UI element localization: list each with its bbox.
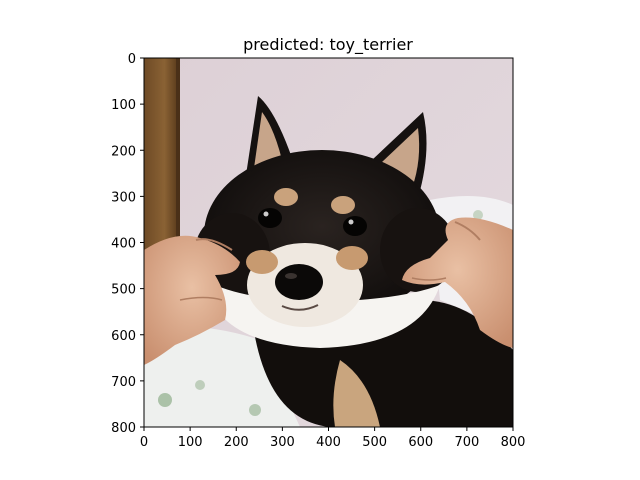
y-axis: 0 100 200 300 400 500 600 700 800	[111, 52, 144, 436]
y-tick-label: 800	[111, 421, 136, 436]
dog-photo	[144, 58, 513, 427]
x-axis: 0 100 200 300 400 500 600 700 800	[140, 427, 526, 450]
x-tick-label: 100	[178, 435, 203, 450]
x-tick-label: 700	[454, 435, 479, 450]
y-tick-label: 700	[111, 375, 136, 390]
y-tick-label: 500	[111, 283, 136, 298]
y-tick-label: 300	[111, 190, 136, 205]
x-tick-label: 600	[408, 435, 433, 450]
y-tick-label: 0	[128, 52, 136, 67]
y-tick-label: 200	[111, 144, 136, 159]
y-tick-label: 100	[111, 98, 136, 113]
x-tick-label: 400	[316, 435, 341, 450]
y-tick-label: 400	[111, 237, 136, 252]
x-tick-label: 200	[224, 435, 249, 450]
x-tick-label: 300	[270, 435, 295, 450]
x-tick-label: 500	[362, 435, 387, 450]
x-tick-label: 0	[140, 435, 148, 450]
y-tick-label: 600	[111, 329, 136, 344]
x-tick-label: 800	[501, 435, 526, 450]
plot-title: predicted: toy_terrier	[243, 35, 413, 55]
